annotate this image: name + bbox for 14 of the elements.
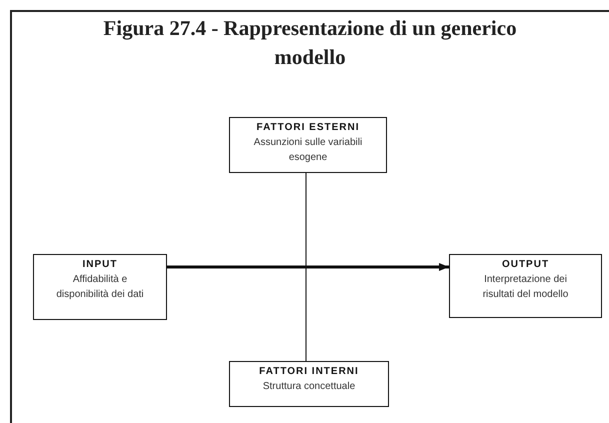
box-text: Affidabilità e disponibilità dei dati: [55, 273, 145, 302]
text-box: [229, 117, 387, 173]
box-text: Assunzioni sulle variabili esogene: [252, 136, 364, 165]
box-heading: OUTPUT: [502, 258, 550, 272]
box-heading: INPUT: [82, 258, 118, 272]
text-box: [33, 254, 167, 320]
text-box: [229, 361, 389, 407]
box-text: Struttura concettuale: [262, 380, 356, 394]
box-text: Interpretazione dei risultati del modello: [482, 273, 570, 302]
text-box: [449, 254, 602, 318]
box-heading: FATTORI INTERNI: [259, 365, 359, 379]
arrow: [167, 263, 449, 271]
figure-title: Figura 27.4 - Rappresentazione di un generico modello: [102, 15, 518, 71]
box-heading: FATTORI ESTERNI: [256, 121, 360, 135]
